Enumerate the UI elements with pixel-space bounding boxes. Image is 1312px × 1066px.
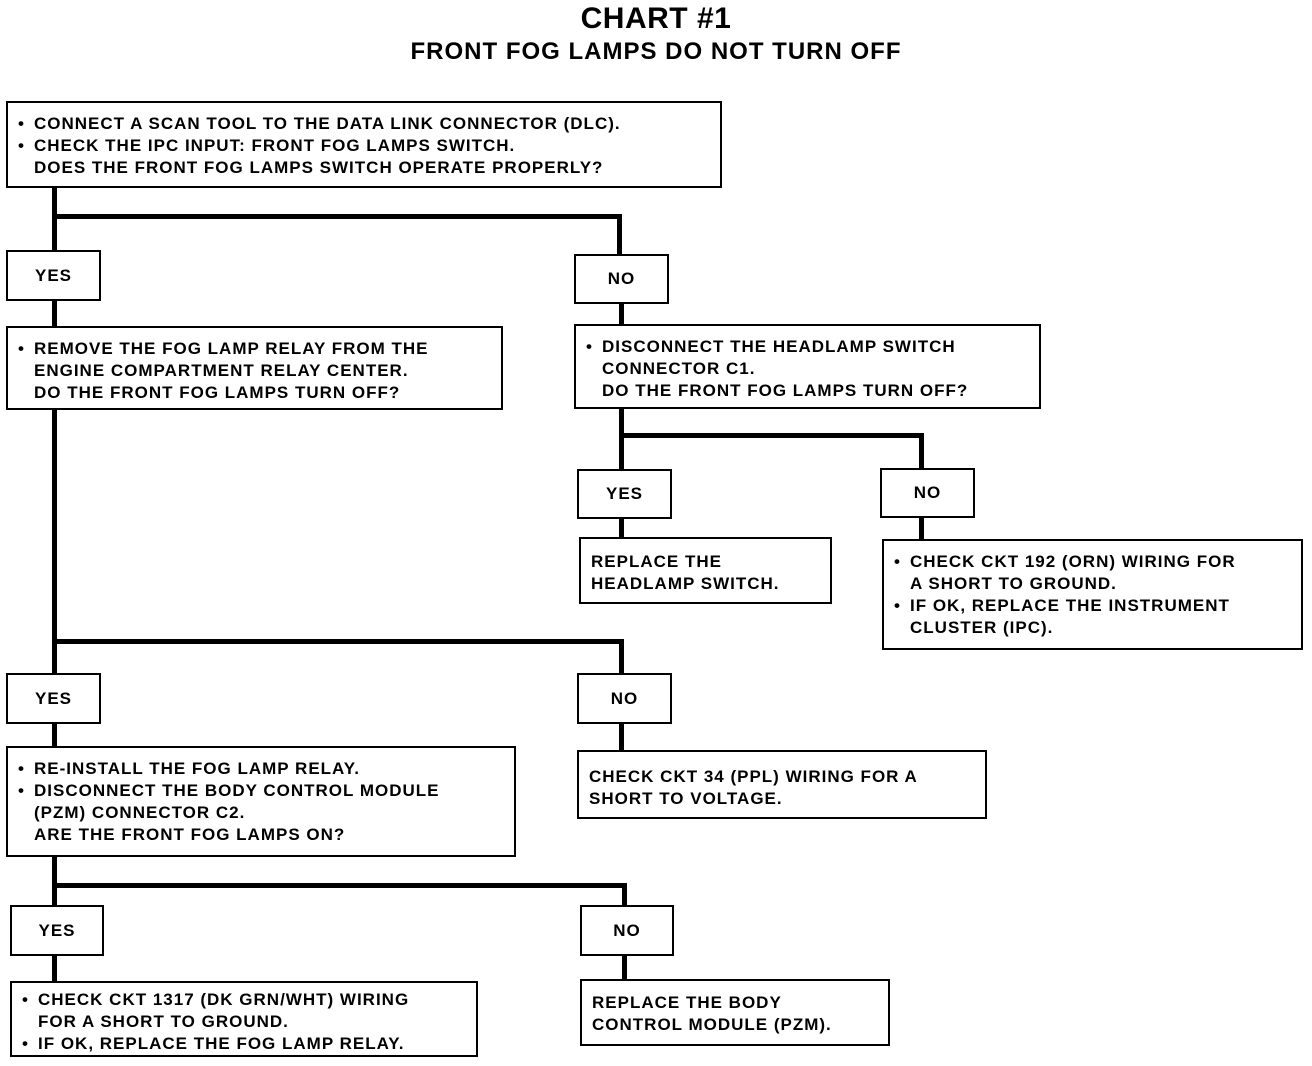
step3-yes-box: •RE-INSTALL THE FOG LAMP RELAY.•DISCONNE… <box>6 746 516 857</box>
connector-line <box>52 214 622 219</box>
yes-label: YES <box>10 905 104 956</box>
step2-yes-question: DO THE FRONT FOG LAMPS TURN OFF? <box>34 383 401 402</box>
check-ckt34-line: SHORT TO VOLTAGE. <box>589 789 783 808</box>
connector-line <box>52 410 57 674</box>
chart-subtitle: FRONT FOG LAMPS DO NOT TURN OFF <box>410 38 902 65</box>
step1-question: DOES THE FRONT FOG LAMPS SWITCH OPERATE … <box>34 158 604 177</box>
connector-line <box>622 883 627 906</box>
yes-label: YES <box>577 469 672 519</box>
connector-line <box>52 188 57 250</box>
check-ckt1317-item: CHECK CKT 1317 (DK GRN/WHT) WIRING <box>38 990 410 1009</box>
replace-bcm-line: REPLACE THE BODY <box>592 993 782 1012</box>
connector-line <box>919 433 924 469</box>
replace-bcm-box: REPLACE THE BODY CONTROL MODULE (PZM). <box>580 979 890 1046</box>
check-ckt1317-item: FOR A SHORT TO GROUND. <box>38 1012 289 1031</box>
step2-yes-item: REMOVE THE FOG LAMP RELAY FROM THE <box>34 339 429 358</box>
replace-headlamp-line: REPLACE THE <box>591 552 722 571</box>
no-label: NO <box>880 468 975 518</box>
connector-line <box>619 408 624 470</box>
check-ckt192-item: CHECK CKT 192 (ORN) WIRING FOR <box>910 552 1236 571</box>
step1-item: CHECK THE IPC INPUT: FRONT FOG LAMPS SWI… <box>34 136 516 155</box>
connector-line <box>619 433 924 438</box>
no-label: NO <box>574 254 669 304</box>
connector-line <box>52 723 57 747</box>
connector-line <box>619 518 624 538</box>
connector-line <box>52 856 57 906</box>
yes-label: YES <box>6 673 101 724</box>
step3-yes-item: DISCONNECT THE BODY CONTROL MODULE <box>34 781 440 800</box>
step2-yes-item: ENGINE COMPARTMENT RELAY CENTER. <box>34 361 409 380</box>
connector-line <box>52 955 57 982</box>
yes-label: YES <box>6 250 101 301</box>
no-label: NO <box>580 905 674 956</box>
check-ckt192-item: CLUSTER (IPC). <box>910 618 1054 637</box>
connector-line <box>919 517 924 540</box>
connector-line <box>52 883 627 888</box>
step3-yes-item: RE-INSTALL THE FOG LAMP RELAY. <box>34 759 360 778</box>
connector-line <box>619 303 624 326</box>
no-label: NO <box>577 673 672 724</box>
connector-line <box>619 639 624 674</box>
connector-line <box>622 955 627 981</box>
chart-title: CHART #1 <box>580 2 732 35</box>
check-ckt34-line: CHECK CKT 34 (PPL) WIRING FOR A <box>589 767 918 786</box>
check-ckt192-item: IF OK, REPLACE THE INSTRUMENT <box>910 596 1230 615</box>
replace-headlamp-box: REPLACE THE HEADLAMP SWITCH. <box>579 537 832 604</box>
connector-line <box>52 639 624 644</box>
step1-box: •CONNECT A SCAN TOOL TO THE DATA LINK CO… <box>6 101 722 188</box>
step2-no-item: DISCONNECT THE HEADLAMP SWITCH <box>602 337 956 356</box>
check-ckt1317-item: IF OK, REPLACE THE FOG LAMP RELAY. <box>38 1034 405 1053</box>
connector-line <box>52 300 57 328</box>
check-ckt192-item: A SHORT TO GROUND. <box>910 574 1117 593</box>
step2-no-question: DO THE FRONT FOG LAMPS TURN OFF? <box>602 381 969 400</box>
connector-line <box>619 723 624 751</box>
step3-yes-question: ARE THE FRONT FOG LAMPS ON? <box>34 825 346 844</box>
check-ckt34-box: CHECK CKT 34 (PPL) WIRING FOR A SHORT TO … <box>577 750 987 819</box>
connector-line <box>617 214 622 254</box>
step3-yes-item: (PZM) CONNECTOR C2. <box>34 803 246 822</box>
replace-bcm-line: CONTROL MODULE (PZM). <box>592 1015 832 1034</box>
step1-item: CONNECT A SCAN TOOL TO THE DATA LINK CON… <box>34 114 621 133</box>
step2-no-item: CONNECTOR C1. <box>602 359 756 378</box>
replace-headlamp-line: HEADLAMP SWITCH. <box>591 574 780 593</box>
